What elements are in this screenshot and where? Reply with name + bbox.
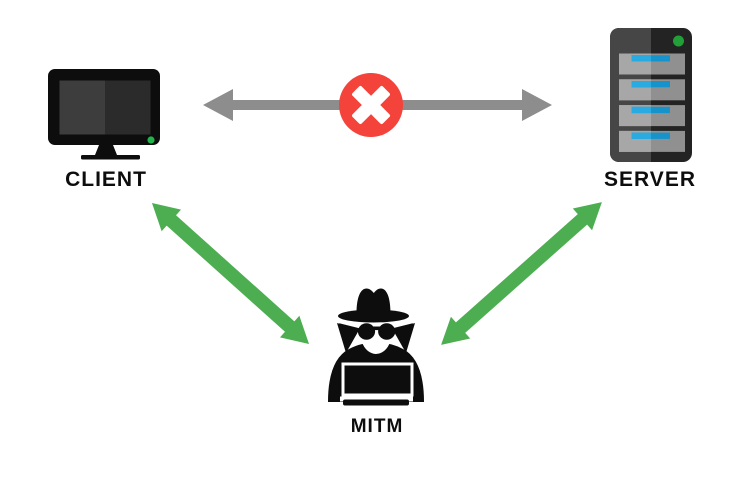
mitm-server-arrow [441, 202, 602, 345]
mitm-spy-icon [328, 288, 424, 406]
server-drive-bay [619, 130, 685, 152]
server-drive-bay [619, 53, 685, 75]
spy-hat-crown [356, 288, 391, 314]
spy-sunglasses [338, 323, 414, 340]
spy-laptop [340, 362, 414, 406]
spy-collar-left [337, 323, 359, 353]
client-computer-icon [48, 69, 160, 160]
spy-collar-right [393, 323, 415, 353]
spy-hat-brim [338, 309, 409, 323]
client-mitm-arrow [151, 203, 310, 344]
monitor-power-dot [147, 136, 155, 144]
mitm-label: MITM [350, 416, 404, 437]
server-drive-bay [619, 105, 685, 127]
monitor-stand-base [81, 155, 140, 160]
blocked-cross [352, 86, 390, 124]
server-icon [610, 28, 692, 162]
client-label: CLIENT [65, 168, 147, 191]
server-power-dot [673, 35, 684, 47]
server-drive-bay [619, 79, 685, 101]
monitor-screen-highlight [59, 80, 105, 135]
server-label: SERVER [604, 168, 696, 191]
monitor-stand-neck [95, 145, 117, 155]
blocked-x-icon [339, 73, 403, 137]
